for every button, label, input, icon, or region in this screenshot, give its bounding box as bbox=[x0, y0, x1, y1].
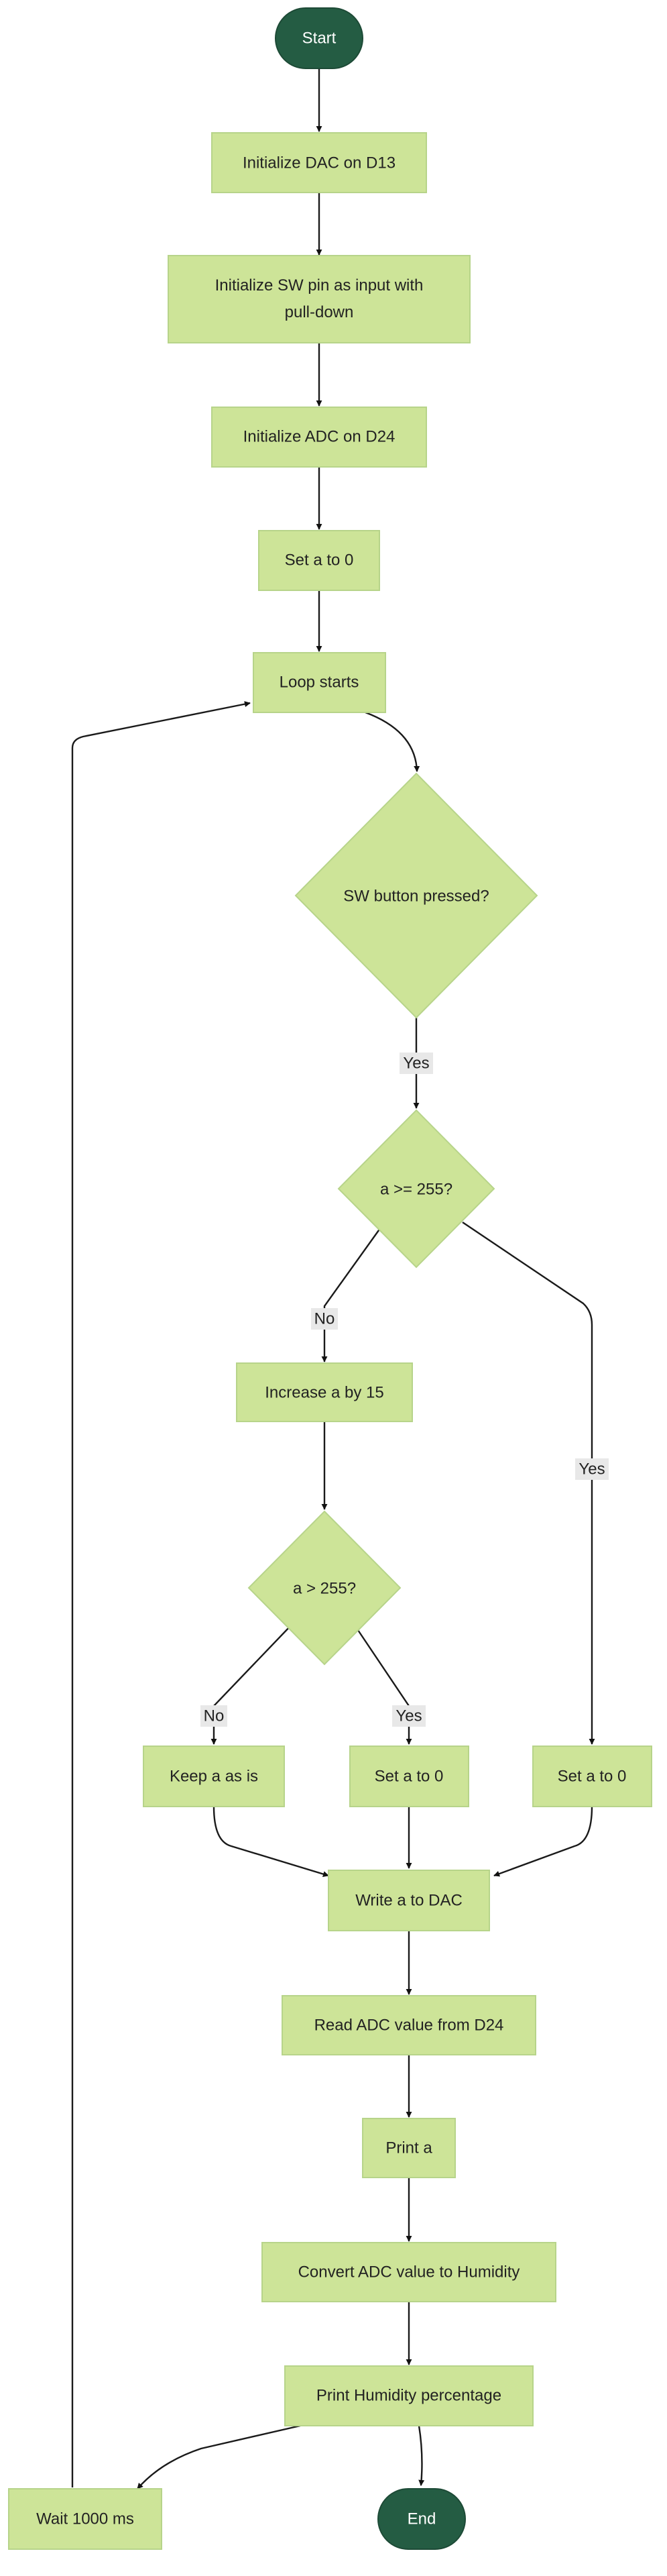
edge-print-humidity-to-wait bbox=[137, 2424, 301, 2489]
print-humidity-label: Print Humidity percentage bbox=[316, 2386, 501, 2404]
set-a-zero-init-label: Set a to 0 bbox=[285, 551, 354, 569]
end-node: End bbox=[377, 2488, 466, 2550]
keep-a-label: Keep a as is bbox=[170, 1767, 258, 1785]
edge-labels: Yes No Yes No Yes bbox=[200, 1053, 609, 1727]
a-ge-255-label: a >= 255? bbox=[380, 1180, 452, 1198]
print-humidity-node: Print Humidity percentage bbox=[284, 2365, 534, 2426]
wait-label: Wait 1000 ms bbox=[36, 2510, 134, 2528]
set-a-zero-init-node: Set a to 0 bbox=[258, 530, 380, 591]
set-a-zero-left-label: Set a to 0 bbox=[375, 1767, 444, 1785]
edge-a-gt-255-yes-to-set-a-left bbox=[356, 1627, 412, 1745]
init-adc-node: Initialize ADC on D24 bbox=[211, 407, 427, 468]
loop-starts-node: Loop starts bbox=[253, 652, 386, 713]
nodes: Start Initialize DAC on D13 Initialize S… bbox=[8, 7, 652, 2550]
start-label: Start bbox=[302, 29, 337, 47]
read-adc-label: Read ADC value from D24 bbox=[314, 2016, 504, 2034]
edge-wait-to-loop bbox=[71, 701, 251, 2487]
init-sw-label: Initialize SW pin as input with pull-dow… bbox=[215, 276, 424, 321]
read-adc-node: Read ADC value from D24 bbox=[282, 1995, 536, 2055]
print-a-label: Print a bbox=[385, 2139, 432, 2157]
edges bbox=[71, 68, 595, 2489]
edge-label-sw-yes-text: Yes bbox=[403, 1054, 429, 1072]
init-adc-label: Initialize ADC on D24 bbox=[243, 427, 396, 445]
loop-starts-label: Loop starts bbox=[280, 673, 359, 691]
set-a-zero-left-node: Set a to 0 bbox=[349, 1746, 469, 1807]
convert-adc-label: Convert ADC value to Humidity bbox=[298, 2263, 520, 2281]
set-a-zero-right-node: Set a to 0 bbox=[532, 1746, 652, 1807]
init-dac-label: Initialize DAC on D13 bbox=[243, 154, 396, 172]
init-dac-node: Initialize DAC on D13 bbox=[211, 132, 427, 193]
edge-label-gt-yes-text: Yes bbox=[396, 1707, 422, 1725]
sw-pressed-decision: SW button pressed? bbox=[294, 772, 538, 1019]
edge-label-ge-yes: Yes bbox=[575, 1458, 609, 1480]
start-node: Start bbox=[275, 7, 363, 69]
init-sw-node: Initialize SW pin as input with pull-dow… bbox=[168, 255, 471, 343]
sw-pressed-label: SW button pressed? bbox=[343, 887, 489, 905]
increase-a-label: Increase a by 15 bbox=[265, 1383, 383, 1401]
write-dac-label: Write a to DAC bbox=[355, 1891, 463, 1909]
print-a-node: Print a bbox=[362, 2118, 456, 2178]
write-dac-node: Write a to DAC bbox=[328, 1870, 490, 1931]
convert-adc-node: Convert ADC value to Humidity bbox=[261, 2242, 556, 2302]
a-gt-255-decision: a > 255? bbox=[247, 1510, 402, 1666]
edge-set-a-right-to-write-dac bbox=[493, 1806, 593, 1877]
a-ge-255-decision: a >= 255? bbox=[337, 1109, 495, 1269]
edge-label-gt-yes: Yes bbox=[392, 1705, 426, 1727]
edge-label-gt-no: No bbox=[200, 1705, 227, 1727]
edge-keep-to-write-dac bbox=[213, 1806, 329, 1877]
edge-label-sw-yes: Yes bbox=[400, 1053, 433, 1074]
edge-a-ge-255-no-to-increase bbox=[321, 1225, 383, 1362]
end-label: End bbox=[408, 2510, 436, 2528]
edge-a-ge-255-yes-to-set-a-right bbox=[462, 1222, 595, 1745]
edge-label-gt-no-text: No bbox=[204, 1707, 225, 1725]
edge-print-humidity-to-end bbox=[418, 2425, 425, 2486]
keep-a-node: Keep a as is bbox=[143, 1746, 285, 1807]
edge-label-ge-yes-text: Yes bbox=[579, 1460, 605, 1478]
increase-a-node: Increase a by 15 bbox=[236, 1362, 413, 1422]
set-a-zero-right-label: Set a to 0 bbox=[558, 1767, 627, 1785]
edge-loop-to-sw-pressed bbox=[365, 711, 420, 772]
edge-label-ge-no-text: No bbox=[314, 1309, 335, 1328]
edge-label-ge-no: No bbox=[311, 1308, 338, 1330]
a-gt-255-label: a > 255? bbox=[293, 1579, 356, 1597]
wait-node: Wait 1000 ms bbox=[8, 2488, 162, 2550]
